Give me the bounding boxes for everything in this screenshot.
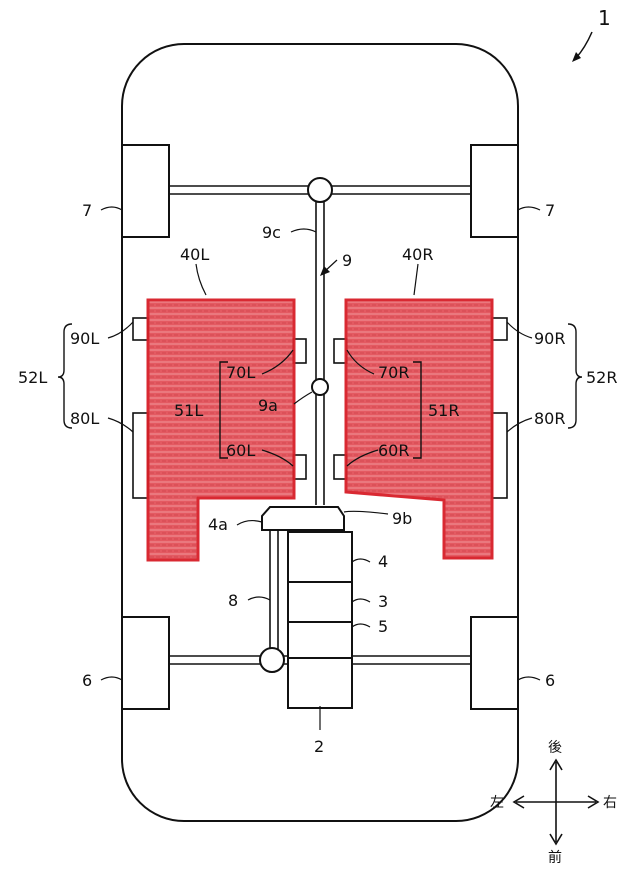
front-wheel-right bbox=[470, 616, 519, 710]
module-tab-90L-outer bbox=[132, 317, 149, 341]
bracket-51L bbox=[219, 361, 228, 459]
label-shaft-8: 8 bbox=[228, 591, 238, 610]
label-group-80R: 80R bbox=[534, 409, 565, 428]
label-group-60R: 60R bbox=[378, 441, 409, 460]
rear-differential bbox=[307, 177, 333, 203]
label-group-52R: 52R bbox=[586, 368, 617, 387]
label-group-52L: 52L bbox=[18, 368, 47, 387]
leader-lines bbox=[100, 206, 541, 730]
label-front-wheel-left: 6 bbox=[82, 671, 92, 690]
label-front-wheel-right: 6 bbox=[545, 671, 555, 690]
label-engine-2: 2 bbox=[314, 737, 324, 756]
label-rear-wheel-right: 7 bbox=[545, 201, 555, 220]
label-group-80L: 80L bbox=[70, 409, 99, 428]
label-unit-3: 3 bbox=[378, 592, 388, 611]
label-group-51L: 51L bbox=[174, 401, 203, 420]
module-tab-80L-outer bbox=[132, 412, 149, 499]
figure-number: 1 bbox=[598, 6, 611, 30]
label-unit-5: 5 bbox=[378, 617, 388, 636]
bracket-52R bbox=[567, 323, 583, 429]
shaft-9-arrowhead bbox=[320, 266, 330, 276]
rear-wheel-left bbox=[121, 144, 170, 238]
engine-2 bbox=[287, 657, 353, 709]
label-group-51R: 51R bbox=[428, 401, 459, 420]
label-shaft-9b: 9b bbox=[392, 509, 412, 528]
figure-leader-arrowhead bbox=[572, 52, 581, 62]
compass-left-label: 左 bbox=[490, 795, 504, 811]
front-differential bbox=[259, 647, 285, 673]
label-battery-40L: 40L bbox=[180, 245, 209, 264]
label-unit-4a: 4a bbox=[208, 515, 228, 534]
rear-wheel-right bbox=[470, 144, 519, 238]
label-group-70R: 70R bbox=[378, 363, 409, 382]
label-joint-9a: 9a bbox=[258, 396, 278, 415]
figure-leader-arrow bbox=[575, 31, 593, 59]
module-tab-90R-outer bbox=[491, 317, 508, 341]
compass-rear-label: 後 bbox=[548, 740, 562, 756]
direction-compass bbox=[512, 758, 600, 846]
label-group-90R: 90R bbox=[534, 329, 565, 348]
unit-5 bbox=[287, 621, 353, 659]
label-group-70L: 70L bbox=[226, 363, 255, 382]
label-rear-wheel-left: 7 bbox=[82, 201, 92, 220]
vehicle-body bbox=[121, 43, 519, 822]
unit-4a bbox=[261, 506, 345, 531]
front-wheel-left bbox=[121, 616, 170, 710]
module-tab-80R-outer bbox=[491, 412, 508, 499]
label-group-90L: 90L bbox=[70, 329, 99, 348]
label-group-60L: 60L bbox=[226, 441, 255, 460]
label-shaft-9c: 9c bbox=[262, 223, 281, 242]
label-shaft-9: 9 bbox=[342, 251, 352, 270]
unit-3 bbox=[287, 581, 353, 623]
label-battery-40R: 40R bbox=[402, 245, 433, 264]
battery-40R bbox=[344, 298, 494, 560]
label-unit-4: 4 bbox=[378, 552, 388, 571]
compass-front-label: 前 bbox=[548, 849, 562, 866]
bracket-52L bbox=[57, 323, 73, 429]
shaft-joint-9a bbox=[311, 378, 329, 396]
bracket-51R bbox=[413, 361, 422, 459]
compass-right-label: 右 bbox=[603, 795, 617, 811]
unit-4 bbox=[287, 531, 353, 583]
battery-40L bbox=[146, 298, 296, 562]
